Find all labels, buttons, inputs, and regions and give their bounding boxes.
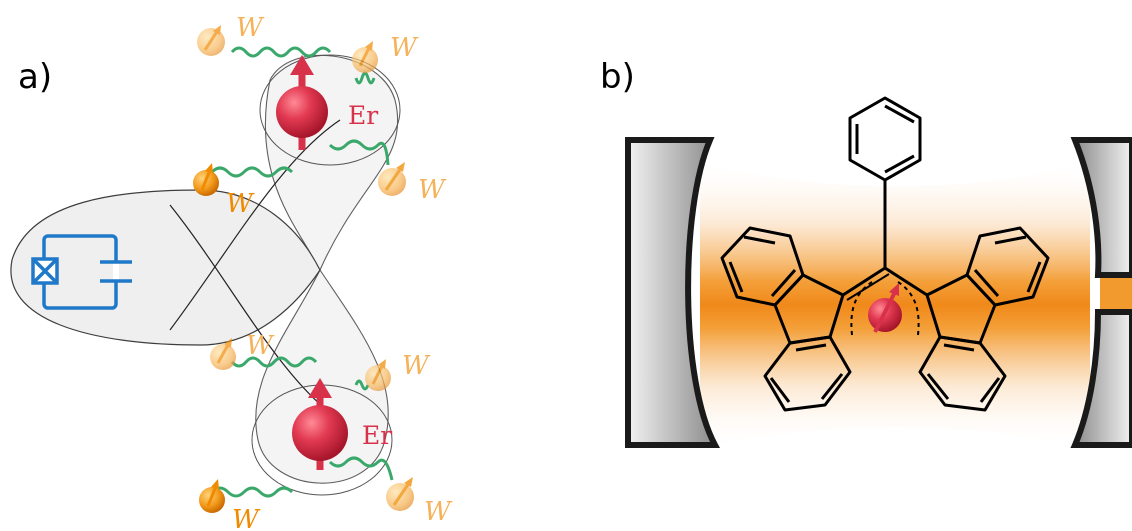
tungsten-label-2: W (390, 33, 419, 63)
right-upper-ring (965, 226, 1050, 307)
erbium-label-lower: Er (362, 421, 392, 450)
erbium-label-upper: Er (348, 101, 378, 130)
superconducting-circuit (31, 234, 132, 310)
tungsten-label-6: W (402, 351, 431, 381)
tungsten-spin-3 (193, 163, 219, 196)
bath-couplings (210, 46, 394, 498)
tungsten-label-1: W (236, 13, 265, 43)
lower-er-lobe (255, 268, 389, 484)
tungsten-label-4: W (418, 175, 447, 205)
tungsten-spin-8 (386, 477, 414, 511)
panel-b-diagram (625, 96, 1132, 450)
right-lower-ring (918, 335, 1007, 412)
capacitor-icon (100, 260, 132, 283)
left-five-ring (773, 273, 845, 345)
tungsten-spin-7 (199, 479, 225, 513)
panel-a-label: a) (18, 57, 52, 97)
tungsten-spin-1 (197, 25, 225, 56)
left-upper-ring (720, 226, 805, 307)
erbium-spin-lower (292, 378, 348, 470)
right-five-ring (925, 273, 997, 345)
upper-er-ring (259, 54, 401, 166)
tungsten-spin-5 (210, 338, 236, 370)
right-mirror-top (1070, 137, 1132, 278)
tungsten-label-8: W (424, 497, 453, 527)
josephson-junction-icon (31, 257, 59, 285)
panel-a-diagram: Er Er W W W W (10, 13, 453, 531)
erbium-spin-upper (276, 55, 328, 150)
beam-output-port (1100, 276, 1132, 310)
right-mirror-bottom (1070, 309, 1132, 448)
tungsten-spin-2 (352, 41, 378, 73)
panel-b-label: b) (600, 57, 635, 97)
tungsten-spin-6 (365, 359, 391, 391)
phenyl-ring (848, 96, 922, 182)
tungsten-label-5: W (246, 331, 275, 361)
radical-molecule (720, 96, 1050, 412)
left-mirror (625, 137, 721, 448)
electron-spin (868, 283, 902, 333)
tungsten-spin-4 (378, 162, 406, 196)
tungsten-label-7: W (232, 505, 261, 531)
coupling-line-1 (169, 119, 341, 331)
left-lower-ring (763, 335, 852, 412)
tungsten-label-3: W (226, 189, 255, 219)
